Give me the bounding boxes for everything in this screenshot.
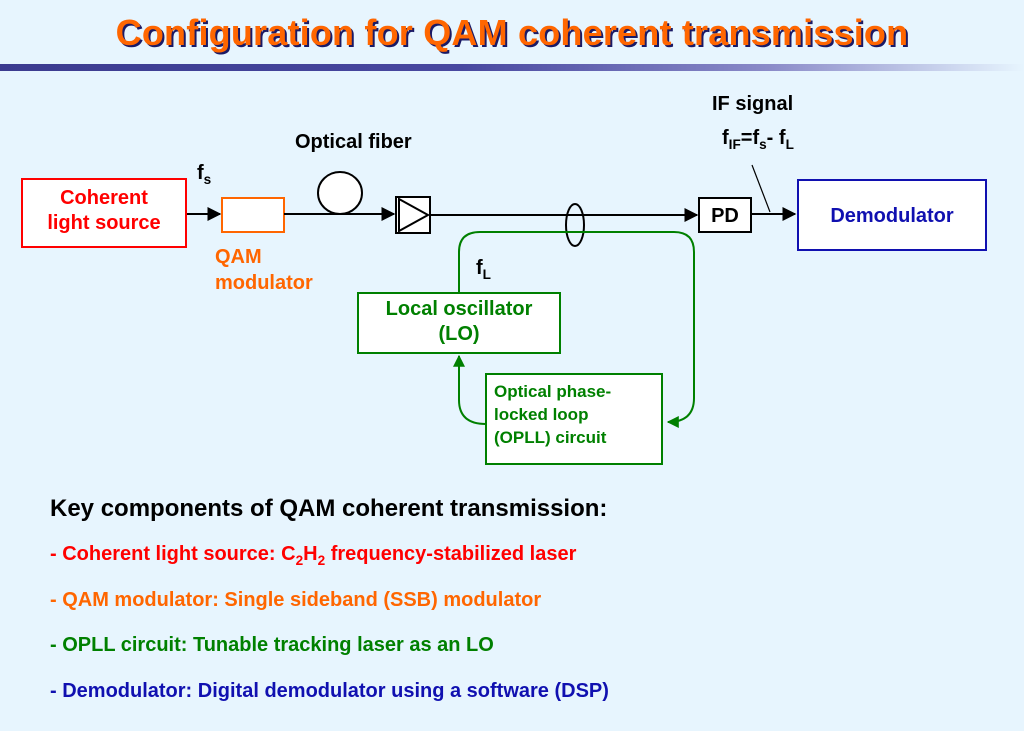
- source-box-label: Coherent light source: [26, 186, 182, 236]
- source-box: [21, 178, 187, 248]
- if-signal-label: IF signal: [712, 93, 794, 115]
- fs-label: fs: [197, 162, 212, 187]
- demodulator-label: Demodulator: [830, 205, 954, 227]
- opll-to-lo-line: [453, 354, 487, 425]
- modulator-label-line1: QAM: [215, 246, 262, 268]
- opll-label-line1: Optical phase-: [494, 382, 612, 401]
- page-title: Configuration for QAM coherent transmiss…: [115, 12, 909, 53]
- key-item-modulator: - QAM modulator: Single sideband (SSB) m…: [50, 589, 542, 611]
- source-label-line2: light source: [47, 212, 161, 234]
- fiber-loop-icon: [317, 171, 363, 215]
- lo-label-line2: (LO): [438, 323, 480, 345]
- modulator-label-line2: modulator: [215, 272, 313, 294]
- source-label-line1: Coherent: [60, 187, 148, 209]
- lo-box: [357, 292, 561, 354]
- modulator-label: QAM modulator: [215, 244, 313, 296]
- if-formula-label: fIF=fs- fL: [722, 127, 794, 152]
- modulator-box: [221, 197, 285, 233]
- opll-box: [485, 373, 663, 465]
- opll-label-line3: (OPLL) circuit: [494, 427, 607, 447]
- fl-label: fL: [476, 257, 491, 282]
- pd-box: [698, 197, 752, 233]
- coupler-icon: [565, 203, 585, 247]
- key-components-heading: Key components of QAM coherent transmiss…: [50, 495, 608, 522]
- amplifier-icon: [395, 196, 431, 234]
- key-item-demodulator: - Demodulator: Digital demodulator using…: [50, 680, 609, 702]
- lo-label-line1: Local oscillator: [385, 298, 533, 320]
- title-underline: [0, 64, 1024, 71]
- demodulator-box: [797, 179, 987, 251]
- lo-to-coupler-line: [458, 231, 695, 428]
- fiber-label: Optical fiber: [295, 131, 412, 153]
- if-pointer-line: [751, 164, 771, 213]
- opll-label-line2: locked loop: [494, 404, 589, 424]
- pd-label: PD: [711, 205, 739, 227]
- amplifier-triangle-icon: [398, 197, 431, 233]
- key-item-source: - Coherent light source: C2H2 frequency-…: [50, 543, 577, 568]
- lo-box-label: Local oscillator (LO): [358, 297, 560, 347]
- key-item-opll: - OPLL circuit: Tunable tracking laser a…: [50, 634, 494, 656]
- opll-box-label: Optical phase- locked loop (OPLL) circui…: [494, 381, 611, 450]
